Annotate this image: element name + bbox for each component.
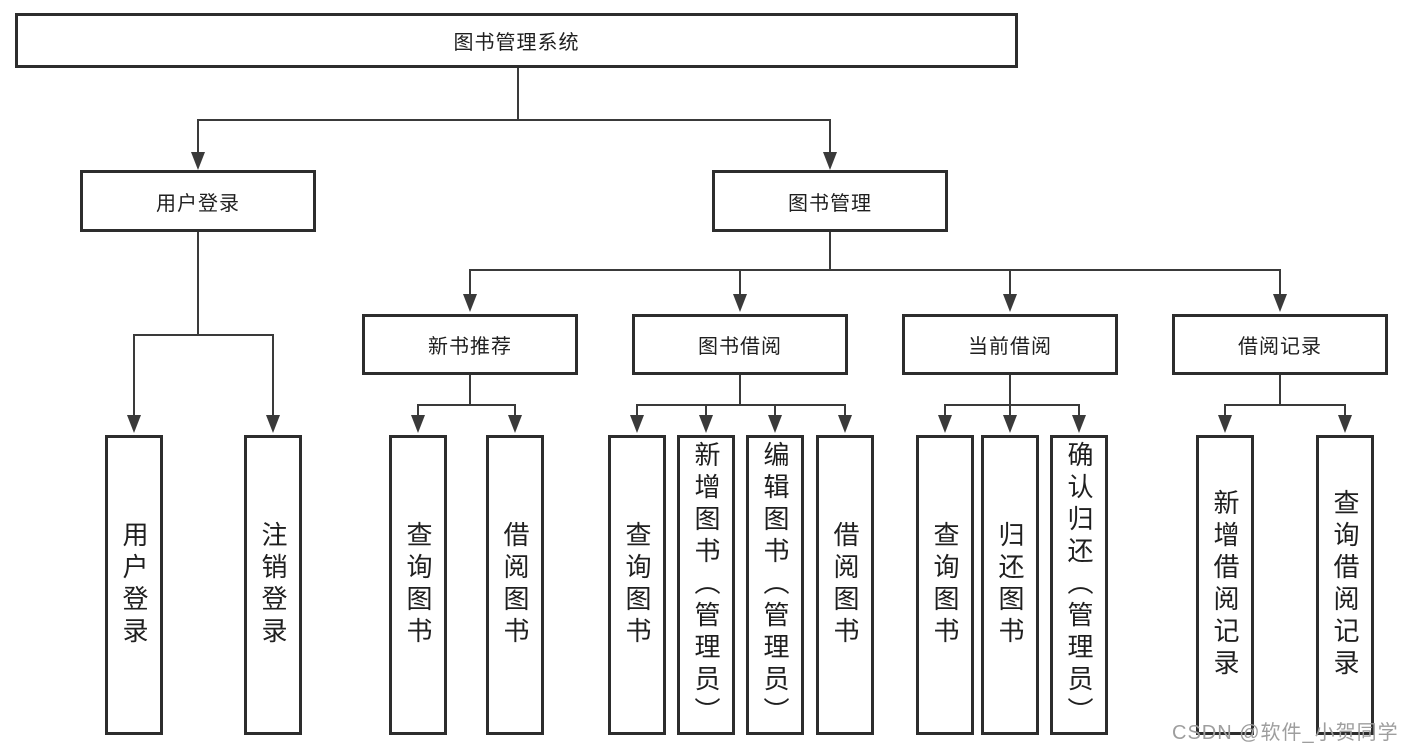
arrowhead [823, 152, 837, 170]
csdn-watermark: CSDN @软件_小贺同学 [1172, 722, 1399, 744]
node-borrow-books-recommend: 借阅图书 [486, 435, 544, 735]
node-query-books-recommend: 查询图书 [389, 435, 447, 735]
node-label: 编辑图书（管理员） [760, 441, 790, 729]
node-book-management: 图书管理 [712, 170, 948, 232]
node-label: 借阅记录 [1238, 336, 1322, 358]
node-current-borrowing: 当前借阅 [902, 314, 1118, 375]
node-add-books-admin: 新增图书（管理员） [677, 435, 735, 735]
node-book-borrowing: 图书借阅 [632, 314, 848, 375]
node-label: 查询图书 [403, 521, 433, 649]
node-label: 查询图书 [930, 521, 960, 649]
node-confirm-return-admin: 确认归还（管理员） [1050, 435, 1108, 735]
arrowhead [127, 415, 141, 433]
arrowhead [1338, 415, 1352, 433]
node-label: 用户登录 [119, 521, 149, 649]
node-label: 查询借阅记录 [1330, 489, 1360, 681]
arrowhead [191, 152, 205, 170]
node-new-book-recommend: 新书推荐 [362, 314, 578, 375]
arrowhead [838, 415, 852, 433]
node-label: 查询图书 [622, 521, 652, 649]
node-query-borrow-record: 查询借阅记录 [1316, 435, 1374, 735]
node-borrowing-records: 借阅记录 [1172, 314, 1388, 375]
node-label: 新增借阅记录 [1210, 489, 1240, 681]
node-return-books: 归还图书 [981, 435, 1039, 735]
node-label: 借阅图书 [500, 521, 530, 649]
node-logout-leaf: 注销登录 [244, 435, 302, 735]
node-library-management-system: 图书管理系统 [15, 13, 1018, 68]
node-add-borrow-record: 新增借阅记录 [1196, 435, 1254, 735]
arrowhead [1273, 294, 1287, 312]
node-query-books-borrow: 查询图书 [608, 435, 666, 735]
node-label: 确认归还（管理员） [1064, 441, 1094, 729]
node-label: 用户登录 [156, 192, 240, 215]
node-label: 图书管理 [788, 192, 872, 215]
arrowhead [1003, 294, 1017, 312]
arrowhead [1003, 415, 1017, 433]
arrowhead [733, 294, 747, 312]
node-label: 图书借阅 [698, 336, 782, 358]
node-borrow-books-leaf: 借阅图书 [816, 435, 874, 735]
arrowhead [508, 415, 522, 433]
node-label: 借阅图书 [830, 521, 860, 649]
arrowhead [1072, 415, 1086, 433]
node-label: 图书管理系统 [453, 32, 580, 54]
arrowhead [411, 415, 425, 433]
node-query-books-current: 查询图书 [916, 435, 974, 735]
node-user-login: 用户登录 [80, 170, 316, 232]
arrowhead [266, 415, 280, 433]
arrowhead [699, 415, 713, 433]
node-edit-books-admin: 编辑图书（管理员） [746, 435, 804, 735]
node-label: 注销登录 [258, 521, 288, 649]
arrowhead [768, 415, 782, 433]
node-label: 新书推荐 [428, 336, 512, 358]
node-label: 归还图书 [995, 521, 1025, 649]
arrowhead [463, 294, 477, 312]
node-user-login-leaf: 用户登录 [105, 435, 163, 735]
node-label: 新增图书（管理员） [691, 441, 721, 729]
arrowhead [1218, 415, 1232, 433]
arrowhead [938, 415, 952, 433]
arrowhead [630, 415, 644, 433]
node-label: 当前借阅 [968, 336, 1052, 358]
